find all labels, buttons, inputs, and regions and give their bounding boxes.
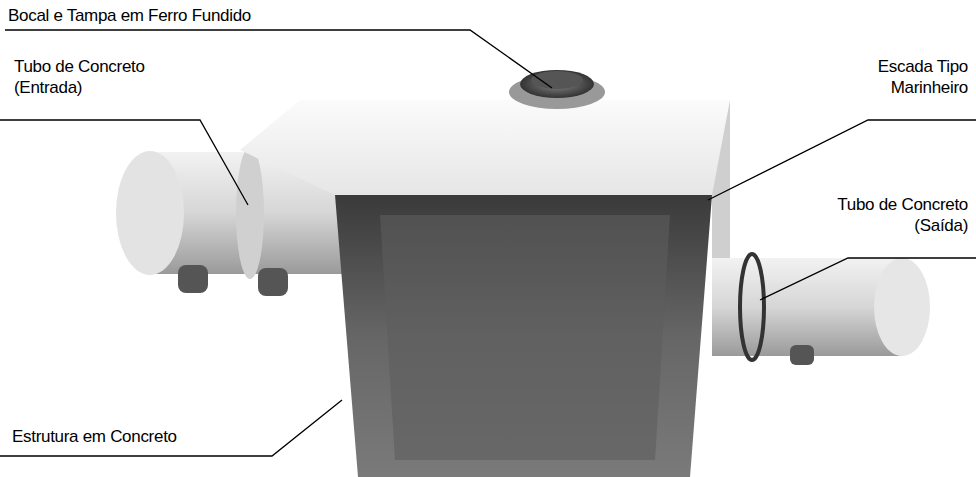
leader-lines [0,30,976,456]
part-label: Tubo de Concreto (Saída) [818,194,968,236]
part-label: Estrutura em Concreto [12,426,272,447]
part-label: Escada Tipo Marinheiro [853,56,968,98]
part-label: Tubo de Concreto (Entrada) [14,56,164,98]
concrete-structure [240,100,730,477]
part-label: Bocal e Tampa em Ferro Fundido [8,5,468,26]
cast-iron-lid [509,70,605,109]
